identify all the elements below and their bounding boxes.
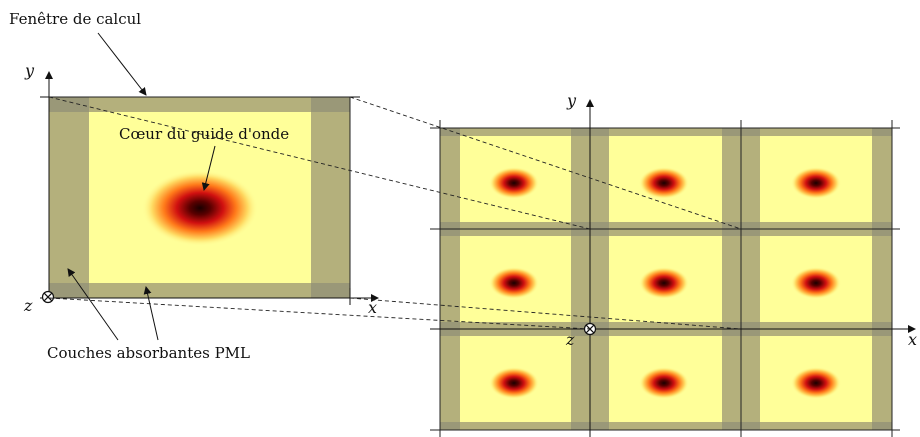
y-axis-label: y: [24, 61, 35, 80]
z-axis-label: z: [23, 296, 33, 315]
pml-corner: [311, 283, 350, 298]
x-axis-label: x: [908, 330, 917, 349]
waveguide-core: [142, 170, 258, 246]
z-axis-label: z: [565, 330, 575, 349]
y-axis-label: y: [566, 91, 577, 110]
pml-band: [440, 128, 892, 136]
window-label: Fenêtre de calcul: [9, 10, 141, 28]
core-label: Cœur du guide d'onde: [119, 125, 289, 143]
mode-spots: [489, 167, 841, 399]
right-axes: y x z: [430, 91, 917, 437]
pml-pointer: [67, 268, 119, 341]
mode-spot: [489, 267, 539, 299]
periodic-tiling: [430, 120, 900, 437]
pml-band: [440, 128, 460, 430]
pml-right: [311, 97, 350, 298]
z-axis-symbol: [41, 290, 55, 304]
pml-band: [440, 422, 892, 430]
pml-pointer: [143, 286, 159, 341]
pml-corner: [311, 97, 350, 112]
projection-lines: [48, 96, 742, 330]
left-axes: y x z: [23, 61, 379, 317]
mode-spot: [791, 367, 841, 399]
pml-top: [49, 97, 350, 112]
mode-spot: [791, 267, 841, 299]
computation-window: [48, 96, 351, 299]
pml-label: Couches absorbantes PML: [47, 344, 250, 362]
window-pointer: [97, 32, 147, 96]
pml-band: [872, 128, 892, 430]
mode-spot: [639, 167, 689, 199]
mode-spot: [489, 167, 539, 199]
pml-corner: [49, 283, 89, 298]
mode-spot: [791, 167, 841, 199]
mode-spot: [639, 267, 689, 299]
mode-spot: [639, 367, 689, 399]
x-axis-label: x: [368, 298, 377, 317]
pml-corner: [49, 97, 89, 112]
pml-left: [49, 97, 89, 298]
mode-spot: [489, 367, 539, 399]
core-pointer: [201, 145, 216, 191]
tile-grid: [430, 120, 900, 437]
pml-bottom: [49, 283, 350, 298]
